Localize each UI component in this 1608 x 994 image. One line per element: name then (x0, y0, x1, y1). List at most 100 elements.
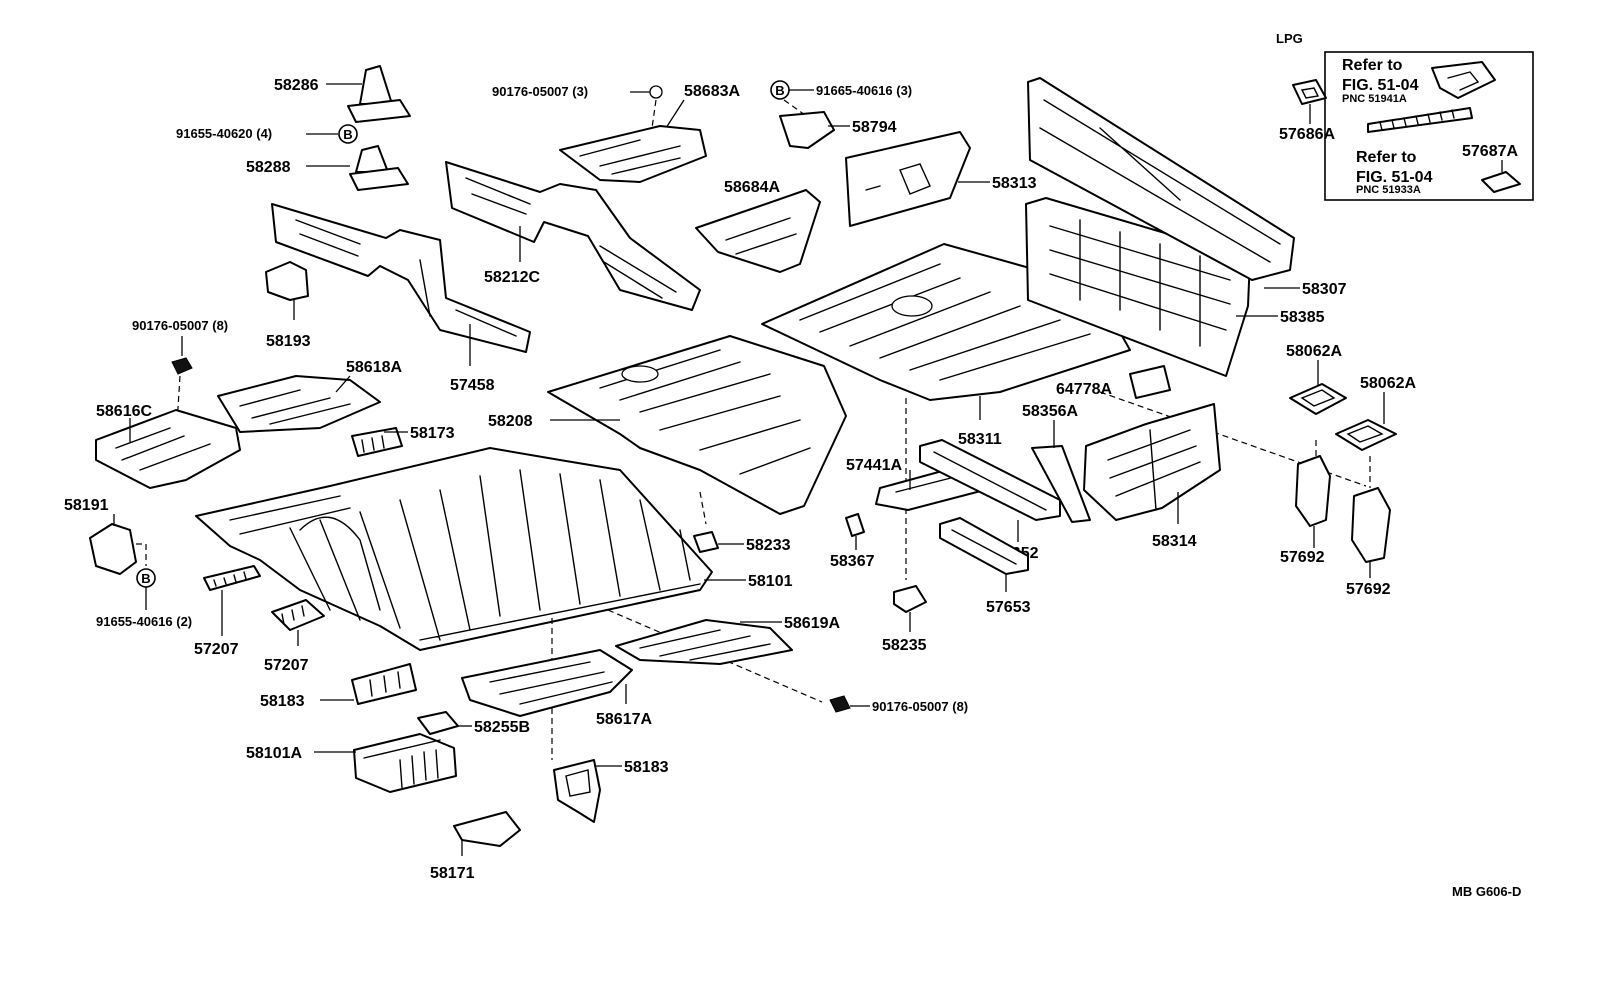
b-mark-1-text: B (343, 127, 352, 142)
label-58794: 58794 (852, 119, 897, 136)
boot-58288-base (349, 167, 409, 191)
part-57207-1-ribs (213, 571, 247, 587)
part-57692-1 (1295, 455, 1331, 527)
b-mark-1 (338, 124, 358, 144)
part-58173-ribs (361, 435, 385, 453)
dash-plug-right (607, 609, 823, 703)
label-57686a: 57686A (1279, 126, 1335, 143)
label-64778a: 64778A (1056, 381, 1112, 398)
part-58314-ribs (1107, 429, 1201, 511)
lpg-hose (1367, 107, 1473, 133)
figure-code: MB G606-D (1452, 884, 1521, 899)
label-91655-40616-2: 91655-40616 (2) (96, 614, 192, 629)
label-58683a: 58683A (684, 83, 740, 100)
label-58255b: 58255B (474, 719, 530, 736)
label-58619a: 58619A (784, 615, 840, 632)
part-58208-hole (621, 365, 659, 383)
inset-fig-1: FIG. 51-04 (1342, 77, 1419, 94)
part-57686a-detail (1300, 87, 1320, 99)
label-58618a: 58618A (346, 359, 402, 376)
lpg-cover-upper (1431, 61, 1496, 99)
part-58183-1-ribs (369, 671, 401, 697)
label-58208: 58208 (488, 413, 533, 430)
label-58171: 58171 (430, 865, 475, 882)
part-58684a (695, 189, 821, 273)
part-57458 (271, 203, 531, 353)
label-58311: 58311 (958, 431, 1002, 448)
plug-right (829, 695, 851, 713)
label-58385: 58385 (1280, 309, 1325, 326)
part-57652 (919, 439, 1061, 521)
label-57692-2: 57692 (1346, 581, 1391, 598)
part-58173 (351, 427, 403, 457)
part-58311-ribs (799, 263, 1091, 381)
label-58288: 58288 (246, 159, 291, 176)
label-57207-1: 57207 (194, 641, 239, 658)
part-58619a-ribs (639, 629, 771, 661)
label-91655-40620: 91655-40620 (4) (176, 126, 272, 141)
inset-title: LPG (1276, 31, 1303, 46)
part-57687a-shape (1481, 171, 1521, 193)
part-58313-detail (865, 163, 931, 195)
label-91665-40616-3: 91665-40616 (3) (816, 83, 912, 98)
bolt-90176-3 (649, 85, 663, 99)
part-58212c-ribs (465, 177, 677, 299)
label-57692-1: 57692 (1280, 549, 1325, 566)
part-58062a-2-detail (1346, 425, 1384, 443)
part-58683a (559, 125, 707, 183)
part-58307 (1027, 77, 1295, 281)
part-58101 (195, 447, 713, 651)
label-58367: 58367 (830, 553, 875, 570)
label-58313: 58313 (992, 175, 1037, 192)
boot-58286-upper (359, 65, 393, 105)
part-58191 (89, 523, 137, 575)
part-58616c-ribs (115, 427, 211, 471)
part-58618a-ribs (239, 389, 351, 425)
part-58183-2-detail (565, 769, 591, 797)
part-64778a (1129, 365, 1171, 399)
label-58183-2: 58183 (624, 759, 669, 776)
part-58367 (845, 513, 865, 537)
inset-fig-2: FIG. 51-04 (1356, 169, 1433, 186)
part-58617a (461, 649, 633, 717)
label-58235: 58235 (882, 637, 927, 654)
inset-refer-1: Refer to (1342, 57, 1403, 74)
part-58684a-ribs (725, 217, 797, 255)
shift-boot-group: 58286 91655-40620 (4) B 58288 (176, 65, 411, 191)
part-58062a-1 (1289, 383, 1347, 415)
part-58233 (693, 531, 719, 553)
part-58619a (615, 619, 793, 665)
label-58062a-1: 58062A (1286, 343, 1342, 360)
part-58101-ribs (229, 469, 701, 641)
part-58183-2 (553, 759, 601, 823)
label-58684a: 58684A (724, 179, 780, 196)
label-58616c: 58616C (96, 403, 152, 420)
label-58286: 58286 (274, 77, 319, 94)
label-58183-1: 58183 (260, 693, 305, 710)
inset-refer-2: Refer to (1356, 149, 1417, 166)
part-58313 (845, 131, 971, 227)
label-58173: 58173 (410, 425, 455, 442)
label-58212c: 58212C (484, 269, 540, 286)
part-57653-rib (951, 529, 1017, 565)
part-58255b (417, 711, 459, 735)
part-58618a (217, 375, 381, 433)
part-58101a (353, 733, 457, 793)
inset-pnc-2: PNC 51933A (1356, 184, 1421, 196)
label-57441a: 57441A (846, 457, 902, 474)
boot-58288-upper (355, 145, 389, 173)
b-mark-3-text: B (141, 571, 150, 586)
lpg-inset: LPG Refer to FIG. 51-04 PNC 51941A 57686… (1276, 31, 1534, 201)
boot-58286-base (347, 99, 411, 123)
dash-b2 (783, 99, 813, 121)
leader-58618a (335, 375, 351, 393)
label-58191: 58191 (64, 497, 109, 514)
part-58193 (265, 261, 309, 301)
inset-frame (1324, 51, 1534, 201)
lpg-cover-detail (1447, 71, 1480, 91)
label-58062a-2: 58062A (1360, 375, 1416, 392)
part-58235 (893, 585, 927, 613)
lpg-hose-ribs (1379, 109, 1455, 131)
part-58183-1 (351, 663, 417, 705)
